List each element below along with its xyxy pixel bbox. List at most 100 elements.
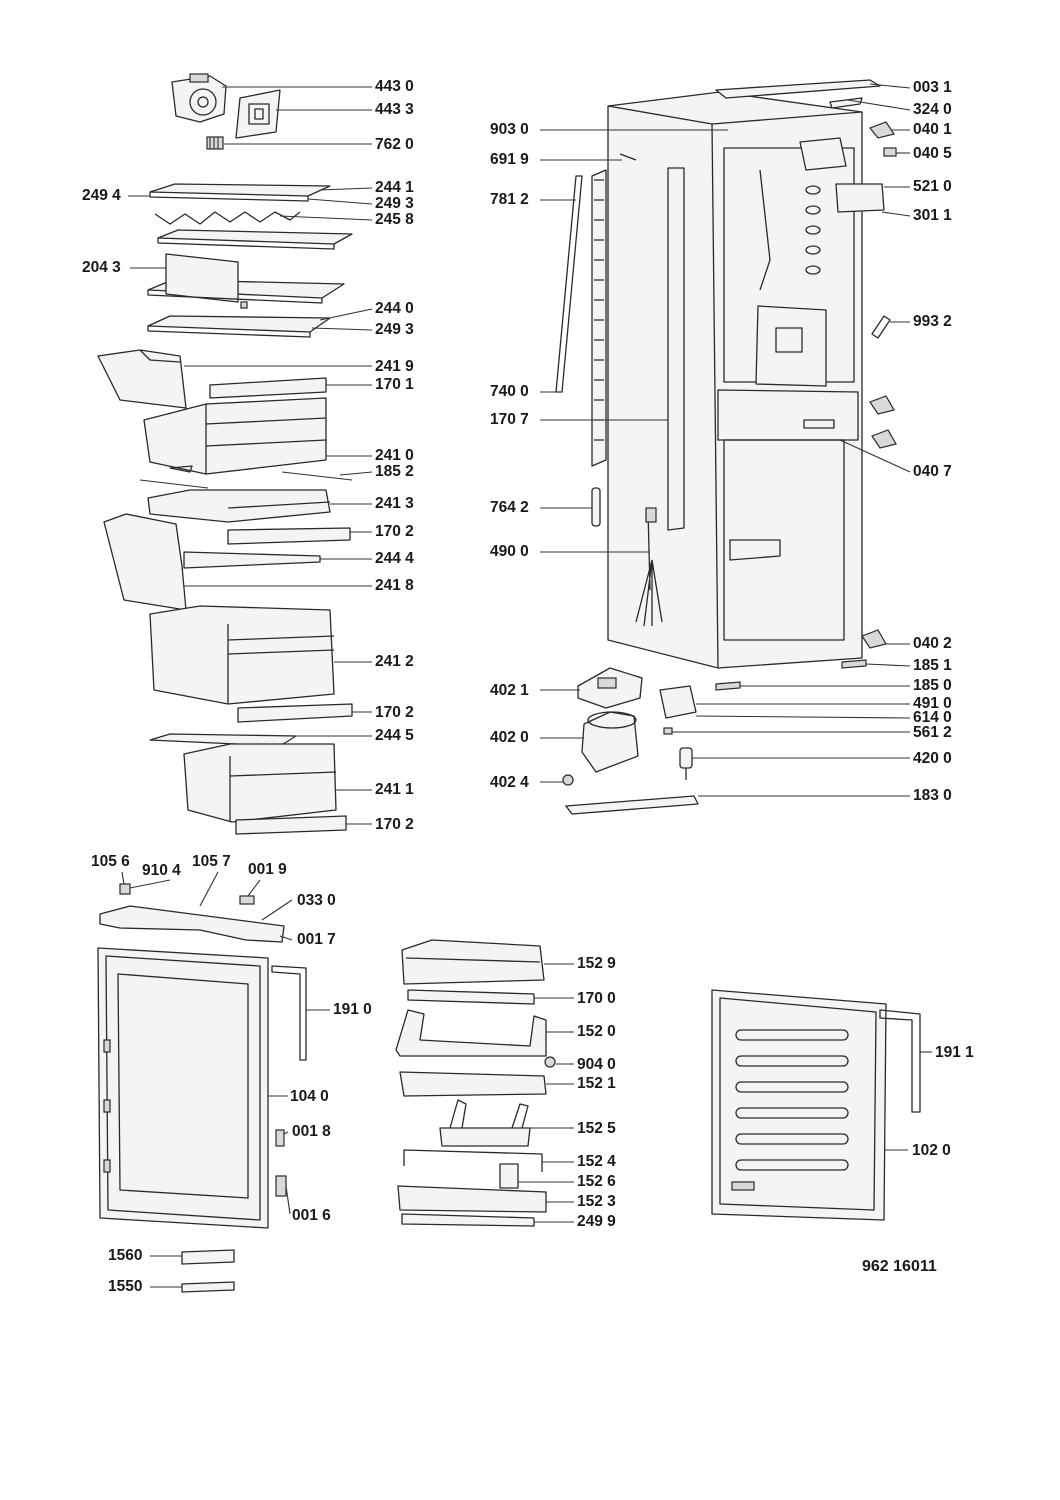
callout-614-0: 614 0	[913, 709, 952, 726]
wiring-490-0	[635, 507, 663, 627]
callout-241-9: 241 9	[375, 358, 414, 375]
crisper-cover-241-9	[97, 349, 187, 409]
callout-170-2-a: 170 2	[375, 523, 414, 540]
front-cover-324-0	[829, 97, 863, 109]
callout-781-2: 781 2	[490, 191, 529, 208]
divider-170-7	[667, 167, 685, 531]
tube-740-0	[555, 175, 583, 393]
callout-241-3: 241 3	[375, 495, 414, 512]
callout-001-8: 001 8	[292, 1123, 331, 1140]
pipe-691-9	[619, 153, 637, 161]
callout-105-7: 105 7	[192, 853, 231, 870]
callout-241-1: 241 1	[375, 781, 414, 798]
hinge-bar-033-0	[99, 883, 285, 943]
callout-001-7: 001 7	[297, 931, 336, 948]
callout-170-1: 170 1	[375, 376, 414, 393]
callout-001-9: 001 9	[248, 861, 287, 878]
drawer-241-1	[183, 743, 337, 823]
drawer-slides-185-2	[139, 471, 353, 489]
callout-152-4: 152 4	[577, 1153, 616, 1170]
callout-104-0: 104 0	[290, 1088, 329, 1105]
callout-170-7: 170 7	[490, 411, 529, 428]
fan-motor-443-0	[171, 73, 227, 123]
gasket-191-0	[271, 965, 307, 1061]
callout-204-3: 204 3	[82, 259, 121, 276]
drawer-rail-170-2a	[227, 527, 351, 545]
callout-993-2: 993 2	[913, 313, 952, 330]
callout-185-0: 185 0	[913, 677, 952, 694]
callout-003-1: 003 1	[913, 79, 952, 96]
glass-shelf-244-4	[183, 551, 321, 569]
callout-762-0: 762 0	[375, 136, 414, 153]
callout-152-5: 152 5	[577, 1120, 616, 1137]
callout-420-0: 420 0	[913, 750, 952, 767]
callout-402-1: 402 1	[490, 682, 529, 699]
callout-183-0: 183 0	[913, 787, 952, 804]
tray-241-3	[147, 489, 331, 523]
callout-040-2: 040 2	[913, 635, 952, 652]
callout-491-0: 491 0	[913, 695, 952, 712]
shelf-with-flap-204-3	[147, 253, 345, 309]
callout-740-0: 740 0	[490, 383, 529, 400]
callout-040-1: 040 1	[913, 121, 952, 138]
sensor-993-2	[871, 315, 891, 339]
crisper-cover-241-8	[103, 513, 187, 611]
callout-490-0: 490 0	[490, 543, 529, 560]
callout-152-3: 152 3	[577, 1193, 616, 1210]
callout-903-0: 903 0	[490, 121, 529, 138]
door-shelf-152-3	[397, 1185, 547, 1227]
feet-1560-1550	[181, 1249, 235, 1293]
condenser-781-2	[591, 169, 607, 467]
callout-152-9: 152 9	[577, 955, 616, 972]
callout-904-0: 904 0	[577, 1056, 616, 1073]
callout-443-3: 443 3	[375, 101, 414, 118]
callout-910-4: 910 4	[142, 862, 181, 879]
callout-152-6: 152 6	[577, 1173, 616, 1190]
drawer-241-0	[143, 397, 327, 475]
door-shelf-152-0	[395, 1009, 556, 1068]
callout-324-0: 324 0	[913, 101, 952, 118]
callout-001-6: 001 6	[292, 1207, 331, 1224]
document-code: 962 16011	[862, 1258, 937, 1275]
hinge-parts-001	[275, 1129, 287, 1197]
callout-241-8: 241 8	[375, 577, 414, 594]
callout-152-1: 152 1	[577, 1075, 616, 1092]
drawer-rail-170-2b	[237, 703, 353, 723]
callout-443-0: 443 0	[375, 78, 414, 95]
flap-170-0	[407, 989, 535, 1005]
callout-191-1: 191 1	[935, 1044, 974, 1061]
callout-244-0: 244 0	[375, 300, 414, 317]
callout-691-9: 691 9	[490, 151, 529, 168]
callout-301-1: 301 1	[913, 207, 952, 224]
callout-033-0: 033 0	[297, 892, 336, 909]
callout-040-7: 040 7	[913, 463, 952, 480]
door-shelf-152-1	[399, 1071, 547, 1097]
callout-241-0: 241 0	[375, 447, 414, 464]
callout-249-3-a: 249 3	[375, 195, 414, 212]
bottle-holder-152-5	[439, 1099, 531, 1147]
callout-244-4: 244 4	[375, 550, 414, 567]
callout-170-2-b: 170 2	[375, 704, 414, 721]
compressor-group	[562, 667, 699, 815]
callout-170-0: 170 0	[577, 990, 616, 1007]
fridge-door-104-0	[97, 947, 269, 1229]
drawer-rail-170-1	[209, 377, 327, 399]
callout-764-2: 764 2	[490, 499, 529, 516]
callout-244-1: 244 1	[375, 179, 414, 196]
hinges-right	[715, 121, 897, 691]
callout-249-9: 249 9	[577, 1213, 616, 1230]
dairy-compartment-152-9	[401, 939, 545, 985]
callout-249-4: 249 4	[82, 187, 121, 204]
callout-402-4: 402 4	[490, 774, 529, 791]
shelf-assembly-top	[149, 183, 353, 250]
callout-185-2: 185 2	[375, 463, 414, 480]
callout-249-3-b: 249 3	[375, 321, 414, 338]
filter-764-2	[591, 487, 601, 527]
freezer-door-102-0	[711, 989, 887, 1221]
callout-191-0: 191 0	[333, 1001, 372, 1018]
thermostat-762-0	[206, 136, 224, 150]
callout-152-0: 152 0	[577, 1023, 616, 1040]
callout-040-5: 040 5	[913, 145, 952, 162]
